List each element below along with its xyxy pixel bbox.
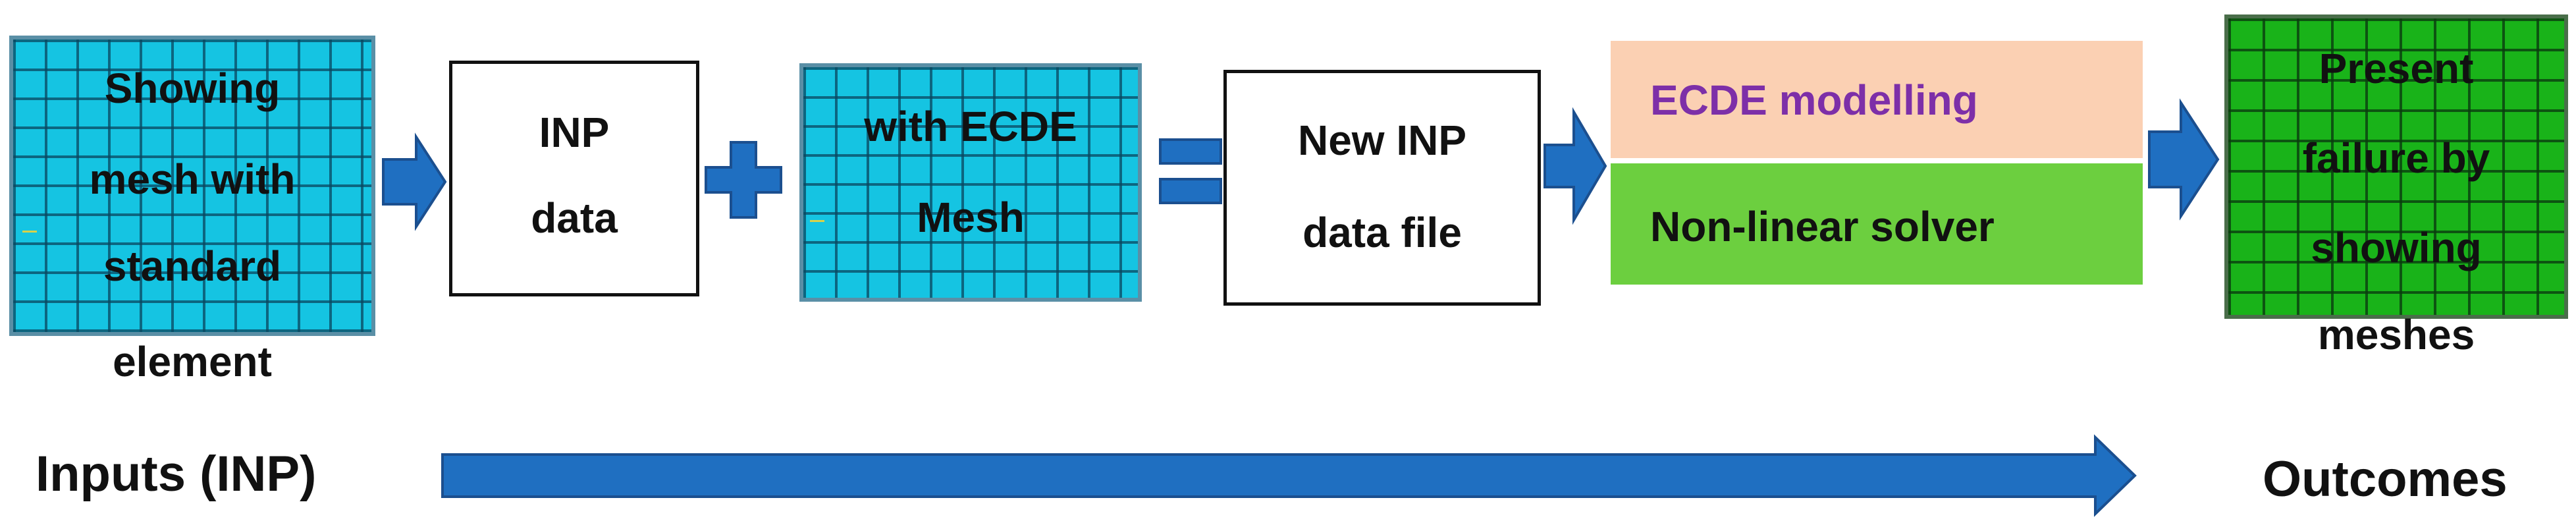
caption-line: mesh with <box>89 155 296 203</box>
plus-icon <box>705 141 782 219</box>
equals-icon <box>1159 178 1222 204</box>
nonlinear-solver-label: Non-linear solver <box>1650 203 1995 250</box>
ecde-modelling-label: ECDE modelling <box>1650 76 1978 124</box>
caption-line: element <box>113 338 272 385</box>
failure-caption-line: meshes <box>2317 311 2475 358</box>
ecde-mesh-caption: with ECDE Mesh <box>799 63 1142 302</box>
ecde-mesh-line: Mesh <box>917 194 1025 241</box>
inp-data-line: data <box>531 194 618 242</box>
new-inp-line: data file <box>1302 209 1462 256</box>
inputs-label: Inputs (INP) <box>36 446 317 502</box>
right-arrow-icon <box>382 132 447 231</box>
outcomes-label: Outcomes <box>2263 451 2508 507</box>
ecde-modelling-box: ECDE modelling <box>1611 41 2143 158</box>
standard-mesh-caption: Showing mesh with standard element <box>9 66 375 395</box>
equals-icon <box>1159 138 1222 165</box>
inp-data-box: INP data <box>449 61 699 296</box>
caption-line: standard <box>103 242 282 290</box>
caption-line: Showing <box>104 65 281 112</box>
nonlinear-solver-box: Non-linear solver <box>1611 163 2143 285</box>
failure-mesh-caption: Present failure by showing meshes <box>2224 22 2568 365</box>
standard-mesh-image <box>9 36 375 336</box>
ecde-mesh-line: with ECDE <box>864 103 1077 150</box>
failure-caption-line: showing <box>2311 224 2482 271</box>
failure-caption-line: Present <box>2319 45 2474 92</box>
new-inp-box: New INP data file <box>1223 70 1541 306</box>
new-inp-line: New INP <box>1297 117 1467 164</box>
axis-triad-icon <box>810 220 824 222</box>
process-flow-arrow <box>441 434 2137 517</box>
failure-mesh-image <box>2224 14 2568 319</box>
right-arrow-icon <box>2148 98 2220 221</box>
inp-data-line: INP <box>539 109 610 156</box>
axis-triad-icon <box>22 231 37 233</box>
ecde-mesh-image <box>799 63 1142 302</box>
failure-caption-line: failure by <box>2302 134 2490 182</box>
right-arrow-icon <box>1543 107 1607 225</box>
